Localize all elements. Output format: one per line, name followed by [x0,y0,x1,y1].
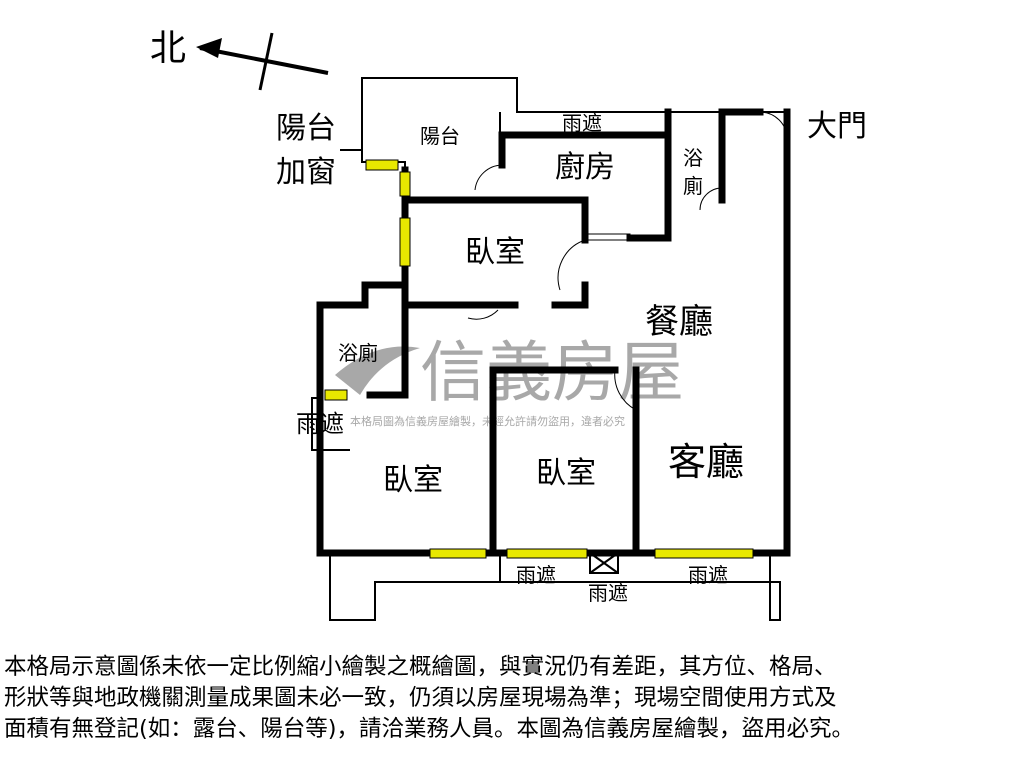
living-room-label: 客廳 [668,440,744,484]
watermark-notice: 本格局圖為信義房屋繪製，未經允許請勿盜用，違者必究 [350,414,625,428]
bath-label: 浴廁 [338,341,378,365]
bath-label: 廁 [683,174,703,198]
disclaimer-line: 面積有無登記(如：露台、陽台等)，請洽業務人員。本圖為信義房屋繪製，盜用必究。 [4,716,855,742]
doors [401,111,788,411]
disclaimer-line: 本格局示意圖係未依一定比例縮小繪製之概繪圖，與實況仍有差距，其方位、格局、 [4,654,837,680]
bath-door [699,187,723,211]
room-labels: 陽台 加窗 陽台 雨遮 廚房 浴 廁 大門 臥室 餐廳 浴廁 雨遮 臥室 臥室 … [276,109,867,605]
watermark-logo [335,346,420,395]
dining-door [467,309,499,320]
bedroom-label: 臥室 [536,456,596,491]
canopy-label: 雨遮 [296,410,344,438]
bath-label: 浴 [683,146,703,170]
windows [324,159,754,559]
disclaimer-line: 形狀等與地政機關測量成果圖未必一致，仍須以房屋現場為準；現場空間使用方式及 [4,685,837,711]
canopy-label: 雨遮 [562,111,602,135]
balcony-label: 陽台 [420,124,460,148]
watermark: 信義房屋 本格局圖為信義房屋繪製，未經允許請勿盜用，違者必究 [335,334,684,428]
dining-label: 餐廳 [645,302,713,342]
main-door[interactable] [759,111,788,140]
canopy-label: 雨遮 [688,563,728,587]
bedroom-label: 臥室 [383,463,443,498]
main-door-label: 大門 [807,109,867,144]
balcony-outlines [311,77,790,621]
balcony-window-label: 加窗 [276,155,336,190]
north-arrow: 北 [150,28,329,91]
disclaimer: 本格局示意圖係未依一定比例縮小繪製之概繪圖，與實況仍有差距，其方位、格局、 形狀… [4,652,1024,745]
kitchen-label: 廚房 [555,150,615,185]
bedroom-label: 臥室 [465,235,525,270]
bedroom-mid-door [614,369,637,411]
bedroom-door [557,239,586,291]
balcony-window-label: 陽台 [276,111,336,146]
canopy-label: 雨遮 [516,563,556,587]
floor-plan: 信義房屋 本格局圖為信義房屋繪製，未經允許請勿盜用，違者必究 北 [150,28,867,621]
canopy-label: 雨遮 [588,581,628,605]
north-label: 北 [150,28,186,69]
kitchen-door [474,164,503,191]
